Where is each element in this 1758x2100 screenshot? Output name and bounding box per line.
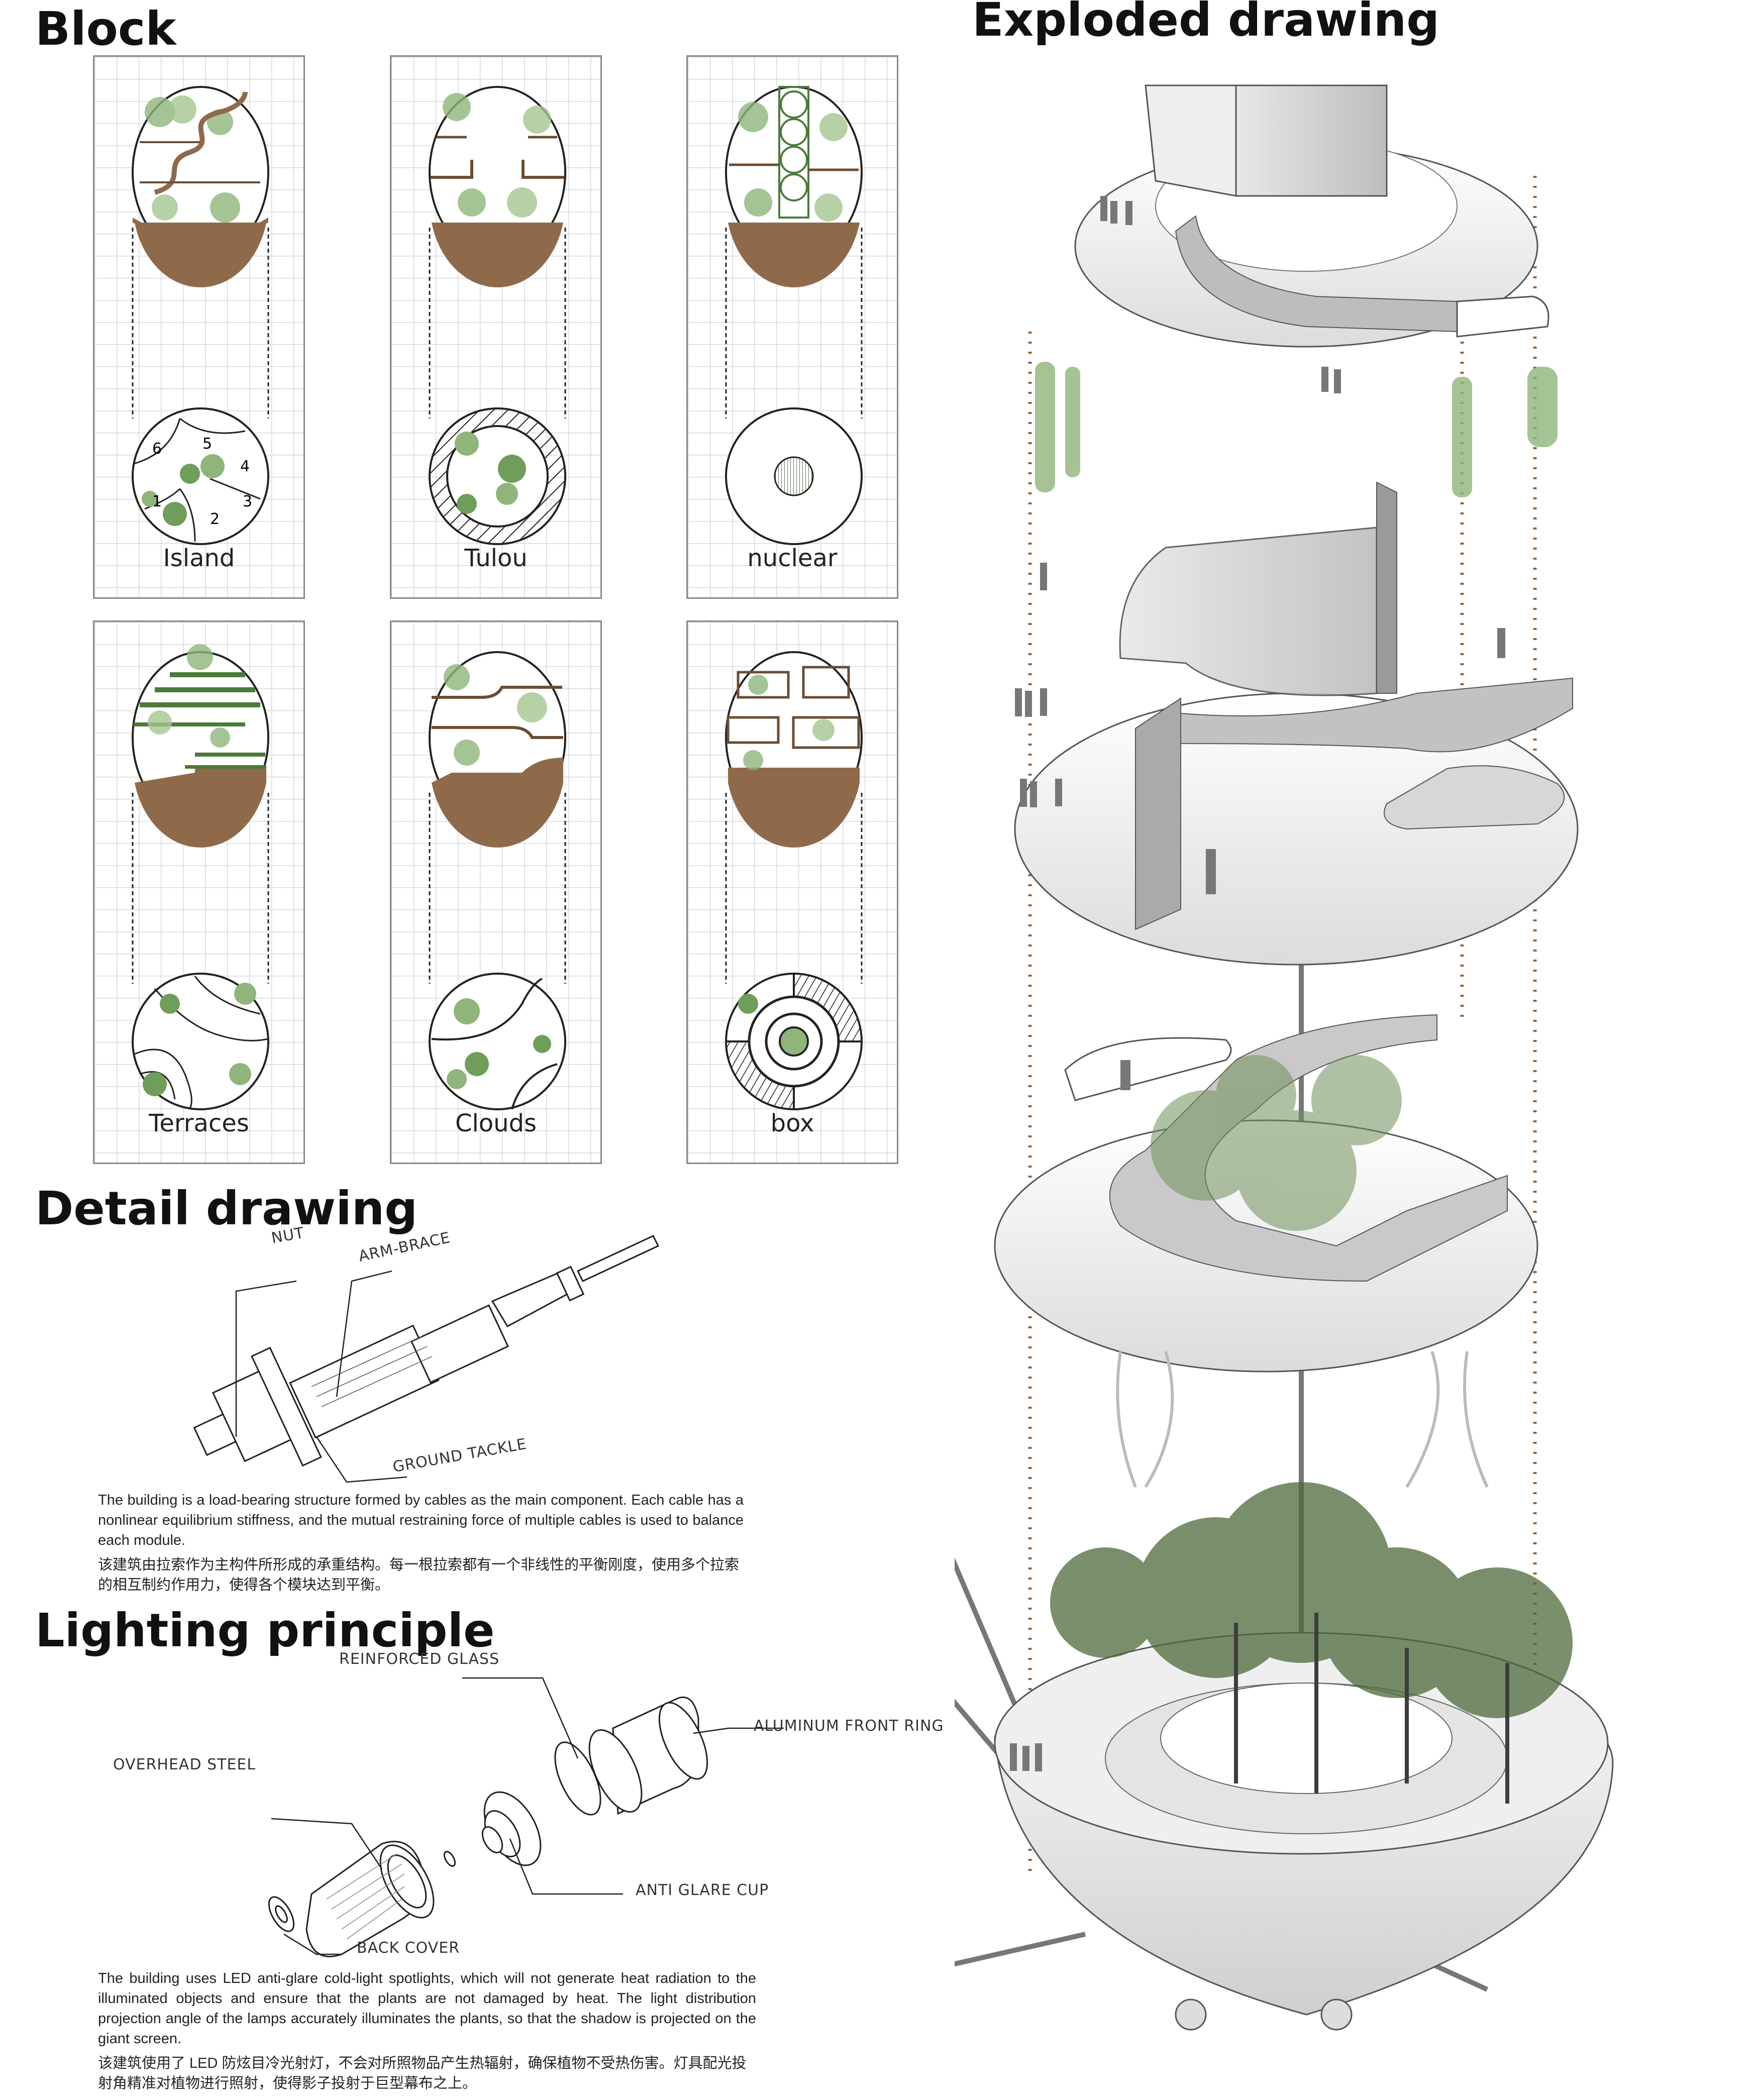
label-reinforced-glass: REINFORCED GLASS bbox=[339, 1650, 500, 1668]
block-label-box: box bbox=[770, 1109, 814, 1137]
terraces-diagram bbox=[132, 644, 269, 1110]
spotlight-exploded-drawing bbox=[268, 1677, 784, 1957]
nuclear-diagram bbox=[725, 86, 863, 545]
block-label-nuclear: nuclear bbox=[747, 544, 838, 572]
exploded-axonometric bbox=[955, 84, 1614, 2031]
base-bowl bbox=[994, 1482, 1614, 2031]
level-2-deck bbox=[1014, 481, 1579, 966]
label-anti-glare-cup: ANTI GLARE CUP bbox=[636, 1881, 769, 1899]
detail-description-en: The building is a load-bearing structure… bbox=[98, 1492, 744, 1548]
island-diagram: 6 5 4 3 2 1 bbox=[132, 86, 269, 545]
alignment-guides bbox=[1028, 176, 1537, 1874]
lighting-principle-title: Lighting principle bbox=[35, 1604, 495, 1657]
label-back-cover: BACK COVER bbox=[357, 1939, 460, 1957]
exploded-drawing-title: Exploded drawing bbox=[972, 0, 1440, 47]
block-section-title: Block bbox=[35, 2, 176, 56]
detail-drawing-title: Detail drawing bbox=[35, 1182, 418, 1235]
block-card-box[interactable]: box bbox=[686, 620, 898, 1164]
block-card-terraces[interactable]: Terraces bbox=[93, 620, 305, 1164]
island-plan-number-2: 2 bbox=[210, 510, 220, 528]
detail-description-cn: 该建筑由拉索作为主构件所形成的承重结构。每一根拉索都有一个非线性的平衡刚度，使用… bbox=[98, 1557, 740, 1593]
level-3-deck bbox=[994, 1014, 1538, 1488]
block-card-tulou[interactable]: Tulou bbox=[390, 55, 602, 599]
block-label-tulou: Tulou bbox=[464, 544, 528, 572]
island-plan-number-5: 5 bbox=[202, 435, 212, 453]
box-diagram bbox=[725, 651, 863, 1110]
cable-anchor-drawing bbox=[193, 1235, 660, 1483]
island-plan-number-3: 3 bbox=[243, 493, 252, 510]
block-label-clouds: Clouds bbox=[455, 1109, 537, 1137]
block-card-nuclear[interactable]: nuclear bbox=[686, 55, 898, 599]
block-card-island[interactable]: 6 5 4 3 2 1 Island bbox=[93, 55, 305, 599]
lighting-description-en: The building uses LED anti-glare cold-li… bbox=[98, 1970, 756, 2047]
island-plan-number-6: 6 bbox=[152, 440, 162, 458]
lighting-description-cn: 该建筑使用了 LED 防炫目冷光射灯，不会对所照物品产生热辐射，确保植物不受热伤… bbox=[98, 2055, 747, 2091]
label-overhead-steel: OVERHEAD STEEL bbox=[113, 1756, 256, 1773]
island-plan-number-1: 1 bbox=[152, 493, 162, 510]
block-card-clouds[interactable]: Clouds bbox=[390, 620, 602, 1164]
label-aluminum-front-ring: ALUMINUM FRONT RING bbox=[754, 1717, 944, 1735]
block-label-terraces: Terraces bbox=[149, 1109, 249, 1137]
block-label-island: Island bbox=[163, 544, 235, 572]
clouds-diagram bbox=[429, 651, 566, 1110]
level-1-deck bbox=[1035, 84, 1558, 497]
island-plan-number-4: 4 bbox=[240, 458, 250, 475]
tulou-diagram bbox=[429, 86, 566, 545]
